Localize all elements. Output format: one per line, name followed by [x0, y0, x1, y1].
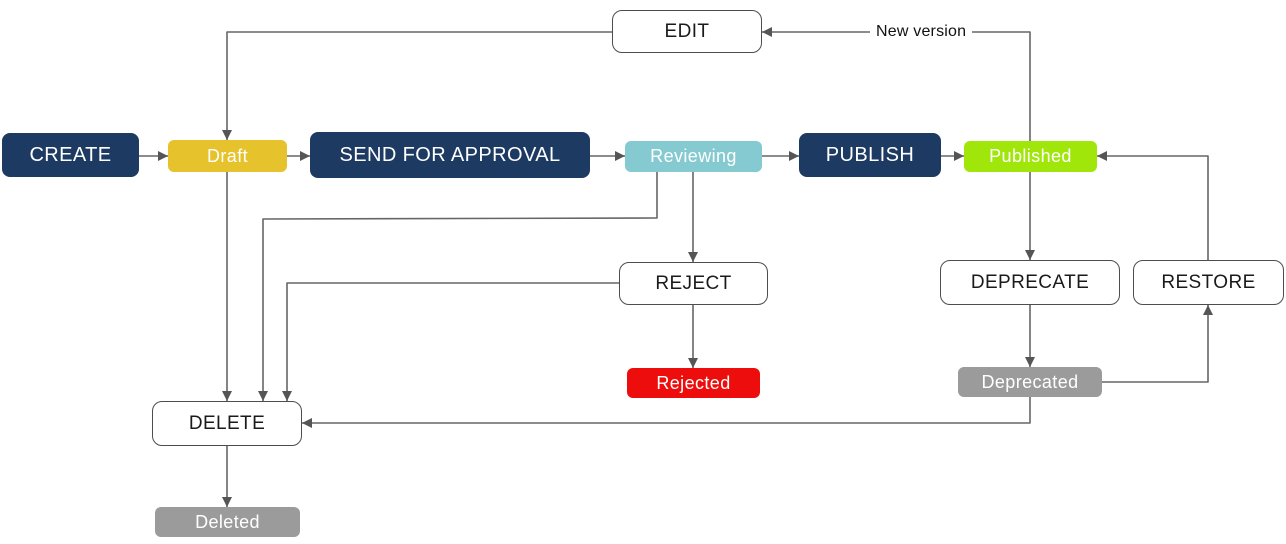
- edge-deprecated-to-delete: [302, 397, 1031, 428]
- edge-reject-to-delete: [282, 282, 619, 401]
- node-delete[interactable]: DELETE: [152, 401, 302, 446]
- node-label: Published: [989, 146, 1072, 166]
- node-reject[interactable]: REJECT: [619, 262, 768, 305]
- node-draft[interactable]: Draft: [168, 140, 287, 172]
- edge-deprecated-to-restore: [1102, 305, 1213, 383]
- node-label: DELETE: [188, 412, 266, 434]
- edge-reviewing-to-delete: [258, 172, 658, 401]
- node-label: RESTORE: [1161, 271, 1256, 293]
- node-label: CREATE: [29, 143, 112, 166]
- edge-published-to-edit-new-version: [762, 27, 1031, 141]
- node-label: Deprecated: [981, 371, 1079, 392]
- node-restore[interactable]: RESTORE: [1133, 260, 1284, 305]
- edge-restore-to-published: [1097, 151, 1209, 260]
- node-create[interactable]: CREATE: [2, 133, 139, 177]
- node-reviewing[interactable]: Reviewing: [625, 141, 762, 172]
- node-label: Reviewing: [650, 146, 737, 166]
- node-label: REJECT: [655, 272, 732, 294]
- node-label: Draft: [206, 145, 248, 166]
- node-label: EDIT: [664, 20, 710, 42]
- node-rejected[interactable]: Rejected: [627, 368, 760, 398]
- edge-edit-to-draft: [222, 31, 612, 140]
- node-publish[interactable]: PUBLISH: [799, 133, 941, 177]
- node-deprecated[interactable]: Deprecated: [958, 367, 1102, 397]
- edge-label-new-version: New version: [870, 21, 973, 43]
- node-label: Deleted: [195, 511, 260, 532]
- node-published[interactable]: Published: [964, 141, 1097, 172]
- node-label: Rejected: [656, 372, 731, 393]
- node-send-for-approval[interactable]: SEND FOR APPROVAL: [310, 132, 590, 178]
- node-label: PUBLISH: [825, 143, 915, 166]
- node-label: DEPRECATE: [970, 271, 1090, 293]
- node-deleted[interactable]: Deleted: [155, 507, 300, 537]
- node-edit[interactable]: EDIT: [612, 10, 762, 53]
- node-label: SEND FOR APPROVAL: [339, 143, 561, 166]
- node-deprecate[interactable]: DEPRECATE: [940, 260, 1120, 305]
